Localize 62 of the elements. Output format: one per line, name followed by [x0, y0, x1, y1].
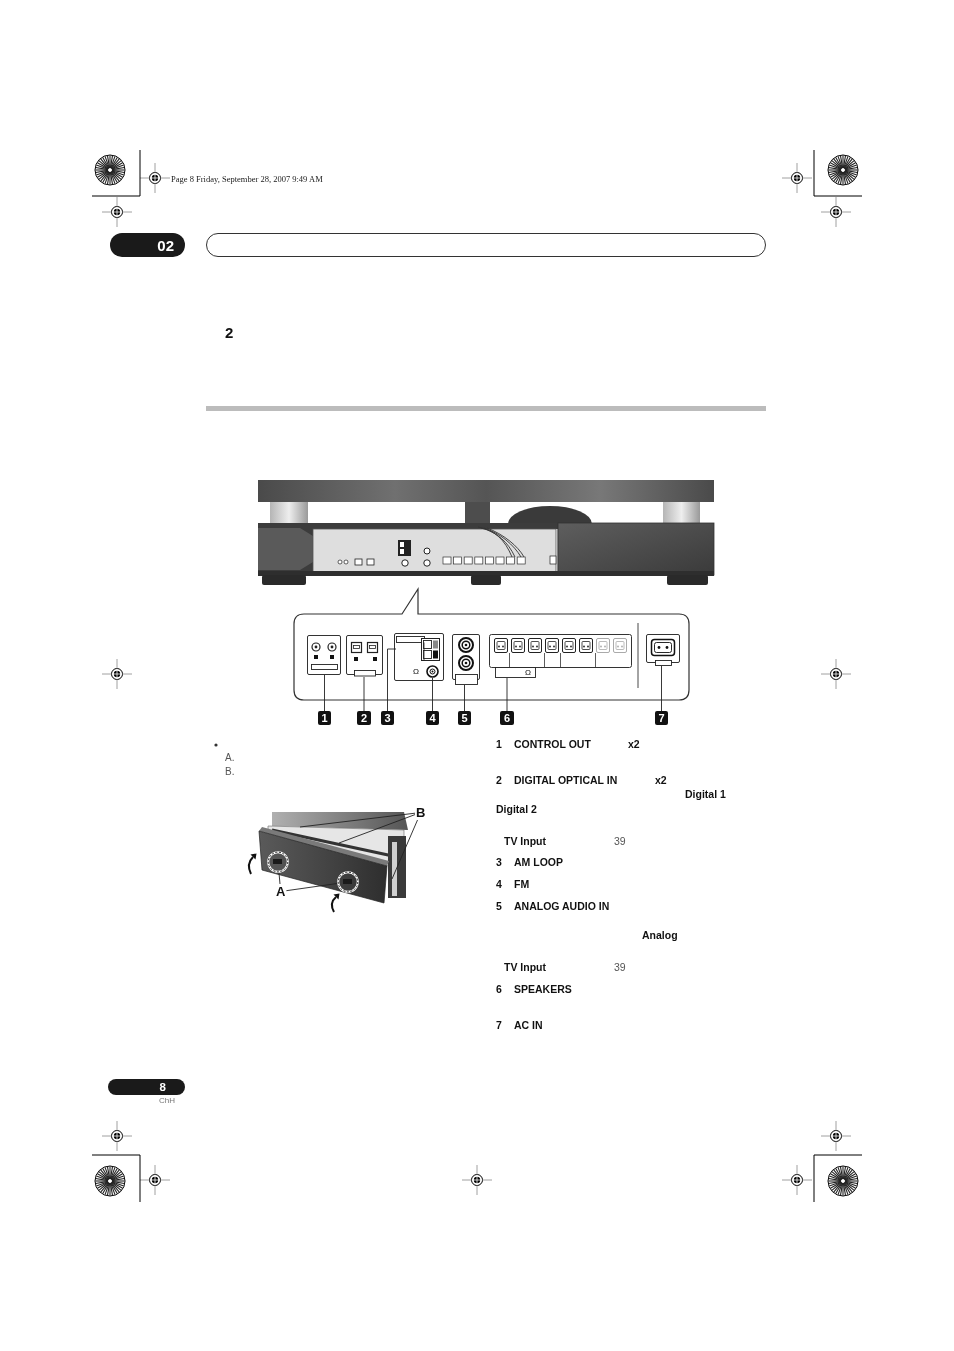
rca-jack-panel: [452, 634, 480, 685]
leader-line: [661, 665, 662, 712]
leader-line: [506, 677, 508, 712]
leader-line: [432, 677, 433, 712]
speaker-terminal-panel: [489, 634, 632, 678]
step-label: A.: [225, 752, 235, 764]
callout-letter: A: [275, 884, 287, 899]
chapter-tab: 02: [110, 233, 185, 257]
callout-number: 6: [500, 711, 514, 725]
connector-name: FM: [514, 878, 530, 891]
highlight-circle: [267, 851, 289, 873]
jack-pair-panel: [307, 635, 341, 675]
item-number: 2: [496, 774, 502, 787]
callout-number: 3: [381, 711, 394, 725]
step-label: B.: [225, 766, 235, 778]
item-number: 4: [496, 878, 502, 891]
item-number: 6: [496, 983, 502, 996]
leader-line: [464, 684, 465, 712]
leader-line: [387, 648, 397, 712]
coaxial-jack: [426, 665, 439, 678]
print-slug: Page 8 Friday, September 28, 2007 9:49 AM: [171, 174, 323, 185]
power-inlet: [646, 634, 680, 666]
setting-name: TV Input: [504, 835, 546, 848]
language-code: ChH: [159, 1096, 175, 1106]
callout-number: 4: [426, 711, 439, 725]
connector-name: AC IN: [514, 1019, 543, 1032]
leader-line: [285, 883, 338, 892]
connector-name: AM LOOP: [514, 856, 563, 869]
page-reference: 39: [614, 835, 626, 848]
leader-line: [324, 674, 325, 712]
item-number: 3: [496, 856, 502, 869]
leader-line: [338, 814, 416, 844]
setting-name: TV Input: [504, 961, 546, 974]
ohm-symbol: Ω: [525, 669, 531, 677]
item-number: 5: [496, 900, 502, 913]
connector-name: SPEAKERS: [514, 983, 572, 996]
page-number-tab: 8: [108, 1079, 185, 1095]
callout-number: 1: [318, 711, 331, 725]
leader-line: [278, 872, 281, 885]
optical-jack-panel: [346, 635, 383, 677]
leader-line: [363, 676, 365, 712]
page-reference: 39: [614, 961, 626, 974]
connector-name: ANALOG AUDIO IN: [514, 900, 610, 913]
antenna-terminal: [396, 636, 441, 662]
highlight-circle: [337, 871, 359, 893]
input-name: Digital 2: [496, 803, 537, 816]
callout-number: 7: [655, 711, 668, 725]
callout-letter: B: [415, 805, 427, 820]
leader-line: [391, 819, 418, 880]
callout-number: 2: [357, 711, 371, 725]
ohm-symbol: Ω: [413, 668, 419, 676]
input-name: Analog: [642, 929, 678, 942]
connector-name: DIGITAL OPTICAL IN: [514, 774, 618, 787]
connector-name: CONTROL OUT: [514, 738, 591, 751]
callout-number: 5: [458, 711, 471, 725]
leader-line: [299, 812, 416, 828]
section-heading: 2: [225, 324, 234, 342]
quantity-text: x2: [628, 738, 640, 751]
item-number: 1: [496, 738, 502, 751]
input-name: Digital 1: [685, 788, 726, 801]
quantity-text: x2: [655, 774, 667, 787]
item-number: 7: [496, 1019, 502, 1032]
